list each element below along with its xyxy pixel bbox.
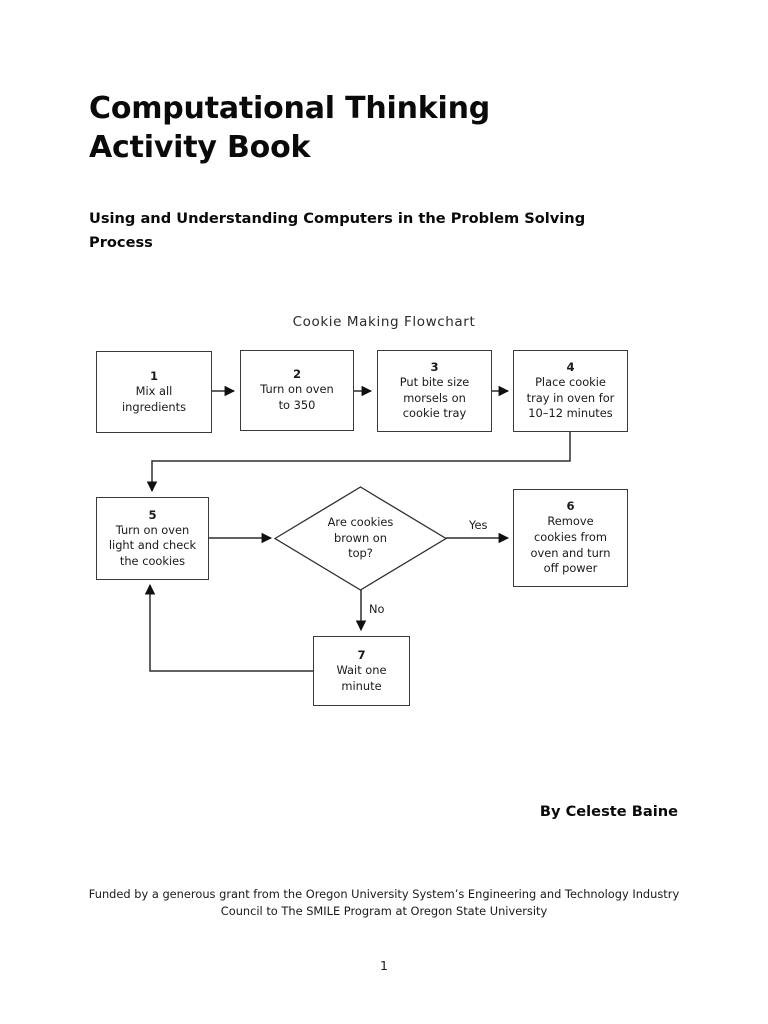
flow-node-text: Remove cookies from oven and turn off po… <box>530 514 611 576</box>
flow-node-number: 3 <box>430 360 439 375</box>
flow-node-5[interactable]: 5 Turn on oven light and check the cooki… <box>96 497 209 580</box>
flow-node-text: Put bite size morsels on cookie tray <box>399 375 470 421</box>
flow-node-4[interactable]: 4 Place cookie tray in oven for 10–12 mi… <box>513 350 628 432</box>
subtitle: Using and Understanding Computers in the… <box>89 210 586 251</box>
flow-node-number: 7 <box>357 647 366 662</box>
cover-title-block: Computational Thinking Activity Book <box>89 89 689 167</box>
flow-node-text: Place cookie tray in oven for 10–12 minu… <box>526 375 615 421</box>
flow-node-number: 1 <box>149 368 159 383</box>
flow-node-number: 6 <box>566 499 575 514</box>
edge-label-yes: Yes <box>469 518 488 532</box>
page-title: Computational Thinking Activity Book <box>89 91 490 165</box>
flow-node-1[interactable]: 1 Mix all ingredients <box>96 351 212 433</box>
flow-node-text: Mix all ingredients <box>121 383 187 414</box>
flow-node-number: 2 <box>292 367 302 382</box>
page-number: 1 <box>380 958 388 973</box>
flow-node-text: Wait one minute <box>336 662 387 693</box>
funding-note: Funded by a generous grant from the Oreg… <box>88 887 680 918</box>
flow-node-number: 4 <box>566 360 575 375</box>
flowchart-title: Cookie Making Flowchart <box>292 314 476 330</box>
author-credit: By Celeste Baine <box>539 803 678 820</box>
flow-node-2[interactable]: 2 Turn on oven to 350 <box>240 350 354 431</box>
edge-label-no: No <box>369 602 385 616</box>
flow-node-7[interactable]: 7 Wait one minute <box>313 636 410 706</box>
flow-node-number: 5 <box>148 507 157 522</box>
flow-node-3[interactable]: 3 Put bite size morsels on cookie tray <box>377 350 492 432</box>
decision-text: Are cookies brown on top? <box>327 515 394 561</box>
flow-node-text: Turn on oven to 350 <box>260 382 334 412</box>
flow-node-text: Turn on oven light and check the cookies <box>108 522 197 568</box>
flow-node-6[interactable]: 6 Remove cookies from oven and turn off … <box>513 489 628 587</box>
flow-node-decision[interactable]: Are cookies brown on top? <box>275 487 446 590</box>
